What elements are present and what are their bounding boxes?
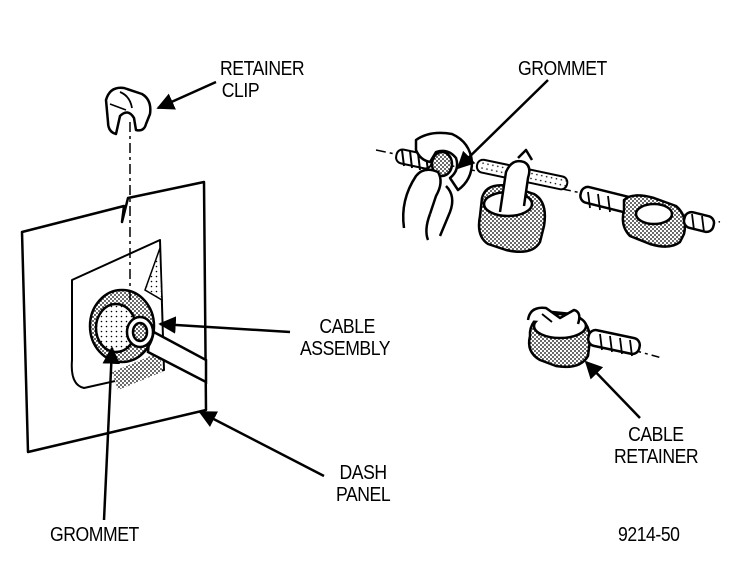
- hand-shape: [402, 168, 454, 241]
- cable-retainer-shape: [526, 306, 642, 369]
- arrow-grommet-bottom: [102, 346, 121, 521]
- label-cable-assembly-line1: CABLE: [319, 316, 375, 338]
- label-retainer-clip-line1: RETAINER: [220, 58, 305, 80]
- label-cable-retainer: CABLE RETAINER: [614, 424, 699, 468]
- label-cable-assembly-line2: ASSEMBLY: [300, 338, 391, 360]
- label-dash-panel: DASH PANEL: [336, 462, 391, 506]
- middle-grommet-shape: [477, 148, 547, 253]
- grommet-dash: [88, 288, 156, 364]
- label-retainer-clip: RETAINER CLIP: [220, 58, 305, 102]
- arrow-cable-retainer: [584, 360, 641, 419]
- label-retainer-clip-line2: CLIP: [221, 80, 260, 102]
- recess-shading-upper: [144, 247, 163, 302]
- arrow-dash-panel: [198, 410, 325, 478]
- arrow-grommet-top: [456, 79, 549, 170]
- retainer-clip-shape: [104, 86, 152, 136]
- label-dash-panel-line2: PANEL: [336, 484, 391, 506]
- label-dash-panel-line1: DASH: [339, 462, 388, 484]
- grommet-top-shape: [414, 131, 474, 192]
- arrow-retainer-clip: [156, 80, 217, 110]
- label-cable-assembly: CABLE ASSEMBLY: [300, 316, 391, 360]
- end-connector-shape: [579, 185, 716, 248]
- recess-shading: [112, 352, 162, 390]
- arrow-cable-assembly: [158, 316, 291, 334]
- figure-number: 9214-50: [618, 524, 680, 546]
- label-cable-retainer-line2: RETAINER: [614, 446, 699, 468]
- label-grommet-bottom: GROMMET: [50, 524, 139, 546]
- label-cable-retainer-line1: CABLE: [628, 424, 684, 446]
- label-grommet-top: GROMMET: [518, 58, 607, 80]
- leader-arrows: [102, 79, 641, 521]
